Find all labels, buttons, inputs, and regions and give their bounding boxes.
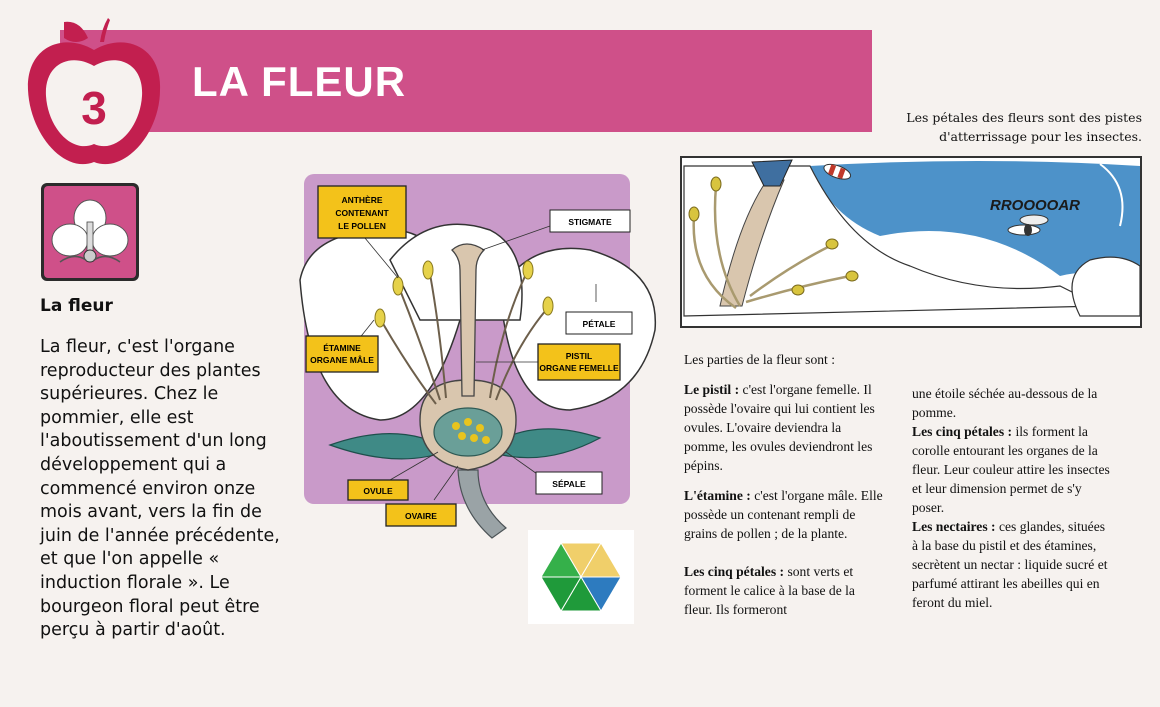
- flower-stem: [457, 469, 507, 539]
- stigma-icon: [751, 159, 793, 187]
- svg-text:CONTENANT: CONTENANT: [335, 208, 389, 218]
- parts-column-right: une étoile séchée au-dessous de la pomme…: [912, 384, 1112, 612]
- giant-petal: [683, 165, 1101, 317]
- sepales-continuation: une étoile séchée au-dessous de la pomme…: [912, 386, 1098, 420]
- apple-leaf-icon: [64, 21, 88, 42]
- svg-text:SÉPALE: SÉPALE: [552, 479, 586, 489]
- cartoon-sound-text: RROOOOAR: [990, 197, 1080, 214]
- svg-text:OVULE: OVULE: [363, 486, 393, 496]
- pistil-paragraph: Le pistil : c'est l'organe femelle. Il p…: [684, 382, 875, 473]
- page-title: LA FLEUR: [192, 58, 407, 105]
- label-ovaire: OVAIRE: [385, 503, 457, 527]
- label-etamine: ÉTAMINE ORGANE MÂLE: [305, 335, 379, 373]
- svg-text:ORGANE FEMELLE: ORGANE FEMELLE: [539, 363, 619, 373]
- insect-cartoon: RROOOOAR: [680, 156, 1142, 328]
- svg-text:ORGANE MÂLE: ORGANE MÂLE: [310, 354, 374, 365]
- svg-text:PISTIL: PISTIL: [566, 351, 592, 361]
- label-stigmate: STIGMATE: [549, 209, 631, 233]
- petales-paragraph: Les cinq pétales : ils forment la coroll…: [912, 424, 1110, 515]
- anthers: [374, 260, 554, 328]
- parts-intro: Les parties de la fleur sont :: [684, 352, 835, 367]
- cartoon-caption: Les pétales des fleurs sont des pistes d…: [906, 110, 1142, 144]
- svg-text:ÉTAMINE: ÉTAMINE: [323, 343, 361, 353]
- label-sepale: SÉPALE: [535, 471, 603, 495]
- label-pistil: PISTIL ORGANE FEMELLE: [537, 343, 621, 381]
- flower-thumbnail: [41, 183, 139, 281]
- svg-text:ANTHÈRE: ANTHÈRE: [341, 195, 382, 205]
- intro-heading: La fleur: [40, 296, 113, 316]
- back-petal: [389, 223, 523, 321]
- insect-icon: [1007, 214, 1049, 236]
- svg-text:OVAIRE: OVAIRE: [405, 511, 437, 521]
- intro-text: La fleur, c'est l'organe reproducteur de…: [40, 337, 280, 641]
- etamine-paragraph: L'étamine : c'est l'organe mâle. Elle po…: [684, 488, 883, 541]
- sepales-paragraph: Les cinq pétales : sont verts et forment…: [684, 564, 855, 617]
- header-banner: [60, 30, 872, 132]
- pistil-style: [451, 243, 486, 397]
- flower-diagram: ANTHÈRE CONTENANT LE POLLEN STIGMATE PÉT…: [299, 174, 657, 539]
- svg-text:PÉTALE: PÉTALE: [583, 319, 616, 329]
- nectaires-paragraph: Les nectaires : ces glandes, situées à l…: [912, 519, 1108, 610]
- svg-text:STIGMATE: STIGMATE: [568, 217, 612, 227]
- apple-stem-icon: [100, 18, 110, 42]
- color-legend-icon: [528, 530, 634, 624]
- parts-column-left: Les parties de la fleur sont : Le pistil…: [684, 350, 884, 619]
- apple-number-badge: 3: [27, 18, 161, 165]
- stamens: [381, 273, 547, 405]
- label-anthere: ANTHÈRE CONTENANT LE POLLEN: [317, 185, 407, 239]
- bee-icon: [823, 163, 852, 180]
- label-petale: PÉTALE: [565, 311, 633, 335]
- svg-text:LE POLLEN: LE POLLEN: [338, 221, 386, 231]
- label-ovule: OVULE: [347, 479, 409, 501]
- chapter-number: 3: [81, 82, 107, 134]
